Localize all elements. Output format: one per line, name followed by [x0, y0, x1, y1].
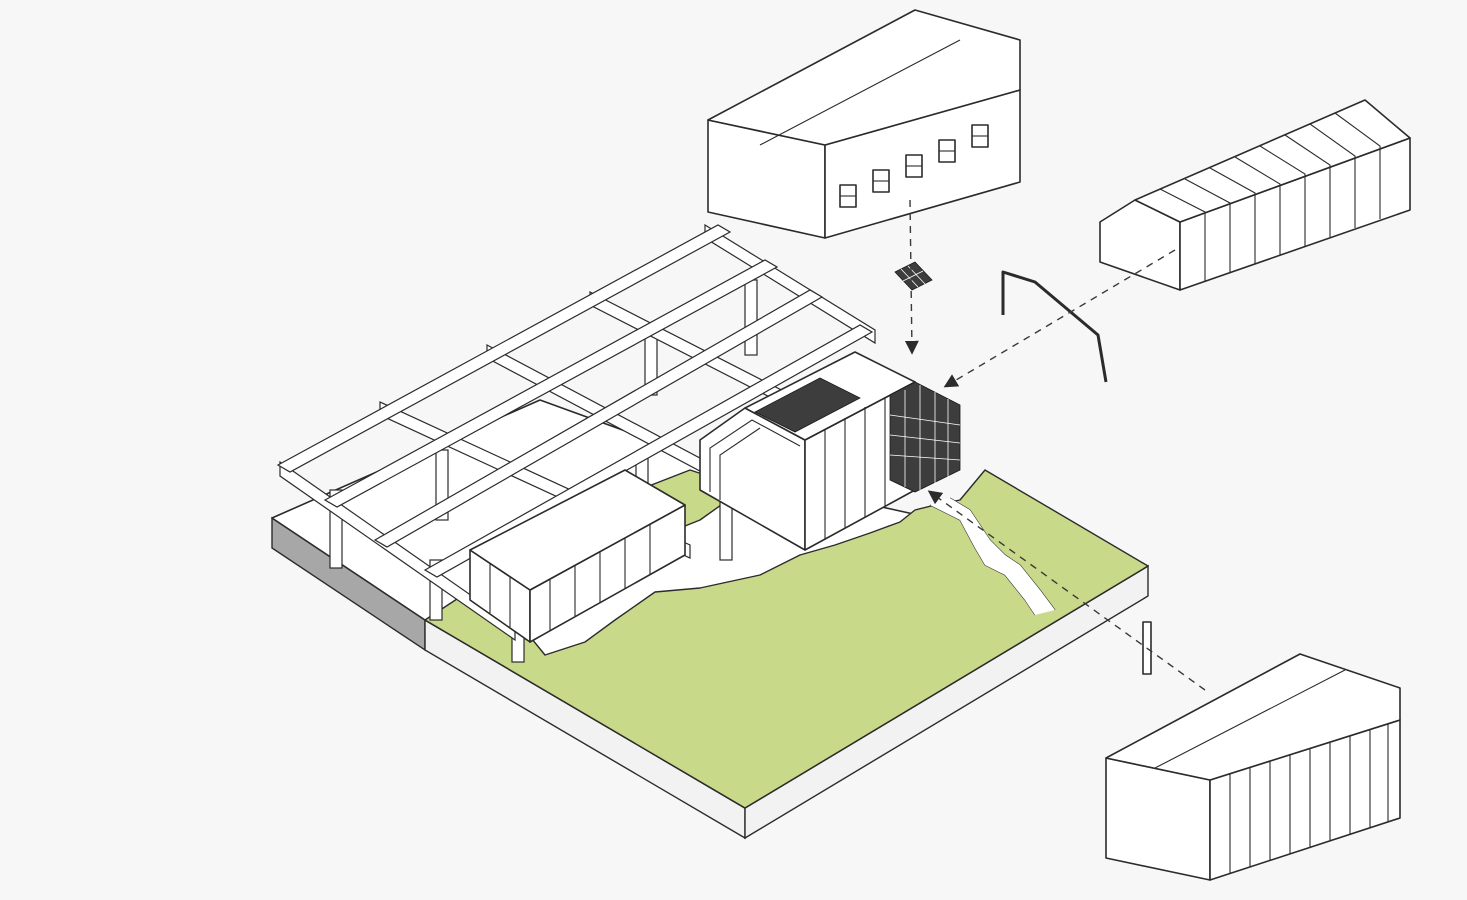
- pergola-beam: [423, 324, 874, 578]
- roof-ridge: [759, 39, 961, 146]
- portal-frame-outline: [1001, 270, 1108, 383]
- warehouse-shed-modules: [469, 469, 686, 643]
- portal-frame: [709, 419, 801, 492]
- glazing-transom: [889, 454, 961, 461]
- pergola-beam: [323, 259, 779, 508]
- glazed-wall-face: [889, 381, 961, 493]
- ribbed-barn-rib: [1334, 112, 1381, 219]
- portal-frame: [719, 427, 761, 500]
- barn-window-row: [839, 124, 989, 208]
- existing-pergola-frame: [276, 223, 876, 663]
- glazed-grid-wall: [889, 381, 961, 493]
- window-icon: [938, 139, 956, 163]
- ribbed-barn-rib: [1159, 188, 1206, 282]
- window-icon: [872, 169, 890, 193]
- window-icon: [905, 154, 923, 178]
- ribbed-barn-rib: [1284, 134, 1331, 237]
- ribbed-barn-rib: [1209, 167, 1256, 264]
- ribbed-barn-rib: [1234, 156, 1281, 255]
- guide-line-bottom: [927, 490, 1206, 691]
- glazing-transom: [889, 414, 961, 426]
- ribbed-barn-roof: [1134, 99, 1411, 223]
- ribbed-barn-volume: [1099, 99, 1411, 291]
- shed-left-top: [469, 469, 686, 591]
- barn-roof-glazing: [754, 377, 861, 433]
- barn-windows-roof: [707, 9, 1021, 146]
- barn-ribs: [824, 397, 886, 540]
- barn-portal-frames: [709, 419, 801, 500]
- ribbed-barn-rib: [1309, 123, 1356, 228]
- glazing-transom: [889, 434, 961, 444]
- pergola-column: [744, 279, 758, 356]
- window-icon: [839, 184, 857, 208]
- window-icon: [971, 124, 989, 148]
- ribbed-barn-rib: [1259, 145, 1306, 246]
- gable-portal-frame: [1001, 270, 1108, 383]
- barn-with-windows: [707, 9, 1021, 239]
- glazing-grid-lines: [889, 385, 961, 490]
- clad-barn-boards: [1229, 724, 1389, 873]
- pergola-cross-beams: [276, 224, 874, 578]
- central-glazed-barn: [699, 351, 961, 551]
- ribbed-barn-ribs: [1159, 112, 1381, 282]
- lawn-area: [424, 469, 1149, 809]
- assembly-guides: [904, 199, 1206, 691]
- barn-with-vertical-cladding: [1105, 653, 1401, 881]
- ribbed-barn-rib: [1184, 178, 1231, 273]
- guide-line-right: [943, 249, 1176, 388]
- footpath-fill: [930, 498, 1055, 615]
- pergola-beam: [276, 224, 732, 473]
- window-grille-panel: [894, 261, 933, 291]
- grille-bar: [902, 270, 924, 282]
- pergola-beam: [373, 289, 824, 548]
- clad-roof-ridge: [1154, 669, 1346, 769]
- shed-ribs: [489, 524, 651, 630]
